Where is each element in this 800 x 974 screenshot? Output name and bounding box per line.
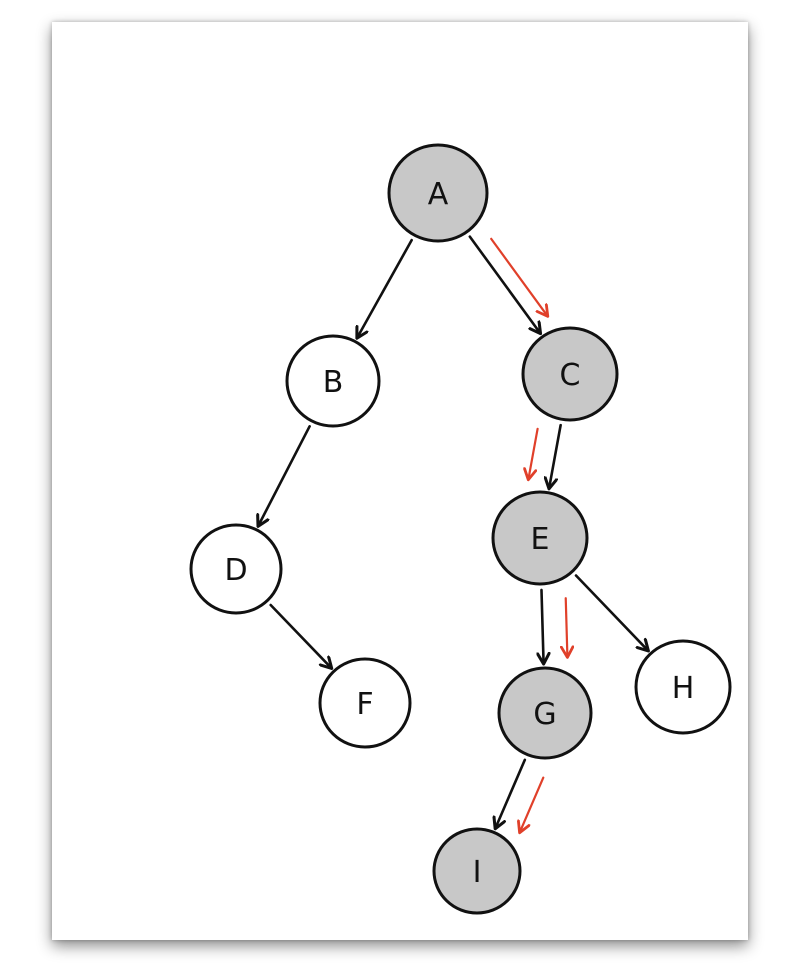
edge-b-d (258, 425, 311, 526)
node-circle-g (497, 666, 593, 760)
node-circle-b (285, 334, 381, 428)
edges-layer (258, 235, 648, 829)
edge-d-f (269, 603, 332, 668)
edge-a-b (357, 238, 413, 338)
highlight-path-layer (490, 237, 568, 833)
node-label-h: H (672, 671, 695, 706)
node-circle-a (387, 143, 489, 243)
node-label-g: G (533, 697, 556, 732)
edge-a-c (468, 235, 541, 334)
path-arrow-g-i (520, 776, 545, 833)
path-arrow-e-g (566, 597, 568, 657)
node-circle-i (432, 827, 522, 915)
node-circle-c (521, 326, 619, 422)
node-e: E (491, 490, 589, 586)
node-c: C (521, 326, 619, 422)
node-i: I (432, 827, 522, 915)
edge-e-g (541, 588, 543, 664)
edge-g-i (495, 758, 527, 829)
node-circle-f (318, 657, 412, 749)
node-h: H (634, 639, 732, 735)
node-b: B (285, 334, 381, 428)
node-g: G (497, 666, 593, 760)
node-circle-d (189, 523, 283, 615)
path-arrow-a-c (490, 237, 548, 317)
node-label-f: F (356, 687, 373, 722)
node-d: D (189, 523, 283, 615)
node-label-a: A (428, 177, 449, 212)
nodes-layer: A B C D E F G H I (189, 143, 732, 915)
node-label-c: C (560, 358, 581, 393)
node-label-d: D (224, 553, 247, 588)
node-label-i: I (473, 855, 482, 890)
path-arrow-c-e (528, 427, 539, 480)
node-a: A (387, 143, 489, 243)
node-circle-e (491, 490, 589, 586)
edge-c-e (549, 423, 562, 489)
node-circle-h (634, 639, 732, 735)
node-f: F (318, 657, 412, 749)
node-label-b: B (323, 365, 344, 400)
node-label-e: E (531, 522, 550, 557)
edge-e-h (574, 574, 648, 651)
